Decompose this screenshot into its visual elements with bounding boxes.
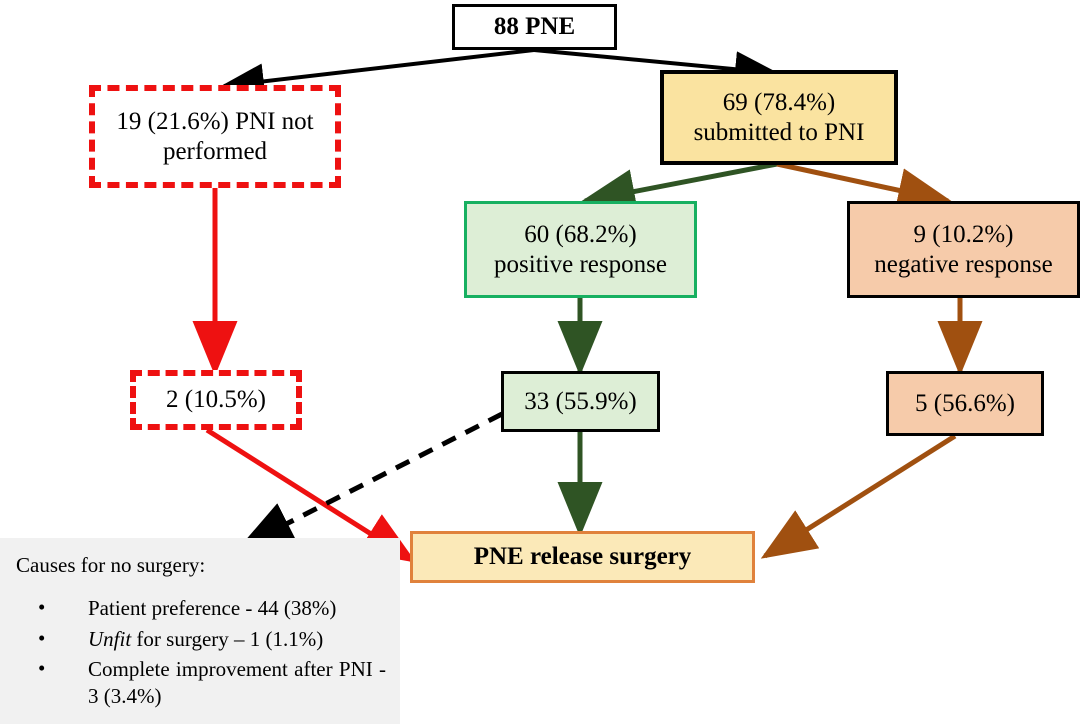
legend-item-text: Patient preference - 44 (38%) bbox=[88, 596, 337, 621]
legend-item-text: for surgery – 1 (1.1%) bbox=[131, 626, 324, 651]
node-notdone-surgery-count[interactable]: 2 (10.5%) bbox=[130, 370, 302, 430]
node-negative-surgery-count[interactable]: 5 (56.6%) bbox=[886, 371, 1044, 436]
edge-submitted-to-negative bbox=[776, 161, 953, 213]
legend-causes-for-no-surgery: Causes for no surgery: • Patient prefere… bbox=[0, 538, 400, 724]
node-negative-response[interactable]: 9 (10.2%) negative response bbox=[847, 201, 1080, 298]
node-submitted-to-pni-label: 69 (78.4%) submitted to PNI bbox=[693, 89, 865, 146]
node-positive-response-label: 60 (68.2%) positive response bbox=[494, 221, 667, 278]
node-submitted-to-pni[interactable]: 69 (78.4%) submitted to PNI bbox=[660, 70, 898, 165]
edge-negsurg-to-surgery bbox=[760, 433, 957, 559]
node-positive-surgery-count-label: 33 (55.9%) bbox=[524, 387, 637, 415]
edge-root-to-notdone bbox=[220, 48, 535, 100]
node-pni-not-performed[interactable]: 19 (21.6%) PNI not performed bbox=[89, 85, 341, 188]
node-root[interactable]: 88 PNE bbox=[452, 4, 617, 50]
list-item: • Patient preference - 44 (38%) bbox=[14, 595, 386, 622]
legend-item-emphasis: Unfit bbox=[88, 626, 132, 651]
legend-item-text: Complete improvement after PNI - 3 (3.4%… bbox=[88, 656, 386, 709]
node-positive-response[interactable]: 60 (68.2%) positive response bbox=[464, 201, 697, 298]
list-item: • Unfit for surgery – 1 (1.1%) bbox=[14, 626, 386, 653]
bullet-icon: • bbox=[38, 625, 46, 650]
legend-title: Causes for no surgery: bbox=[16, 553, 206, 577]
edge-possurg-to-legend bbox=[238, 411, 504, 549]
node-notdone-surgery-count-label: 2 (10.5%) bbox=[166, 386, 266, 414]
node-pne-release-surgery-label: PNE release surgery bbox=[473, 543, 692, 571]
list-item: • Complete improvement after PNI - 3 (3.… bbox=[14, 656, 386, 711]
node-negative-surgery-count-label: 5 (56.6%) bbox=[915, 389, 1015, 417]
node-pne-release-surgery[interactable]: PNE release surgery bbox=[410, 531, 755, 583]
node-pni-not-performed-label: 19 (21.6%) PNI not performed bbox=[116, 108, 314, 165]
edge-submitted-to-positive bbox=[580, 161, 778, 214]
bullet-icon: • bbox=[38, 655, 46, 680]
bullet-icon: • bbox=[38, 595, 46, 620]
node-root-label: 88 PNE bbox=[493, 13, 576, 41]
node-positive-surgery-count[interactable]: 33 (55.9%) bbox=[501, 371, 660, 432]
legend-list: • Patient preference - 44 (38%) • Unfit … bbox=[14, 595, 386, 710]
node-negative-response-label: 9 (10.2%) negative response bbox=[874, 221, 1053, 278]
